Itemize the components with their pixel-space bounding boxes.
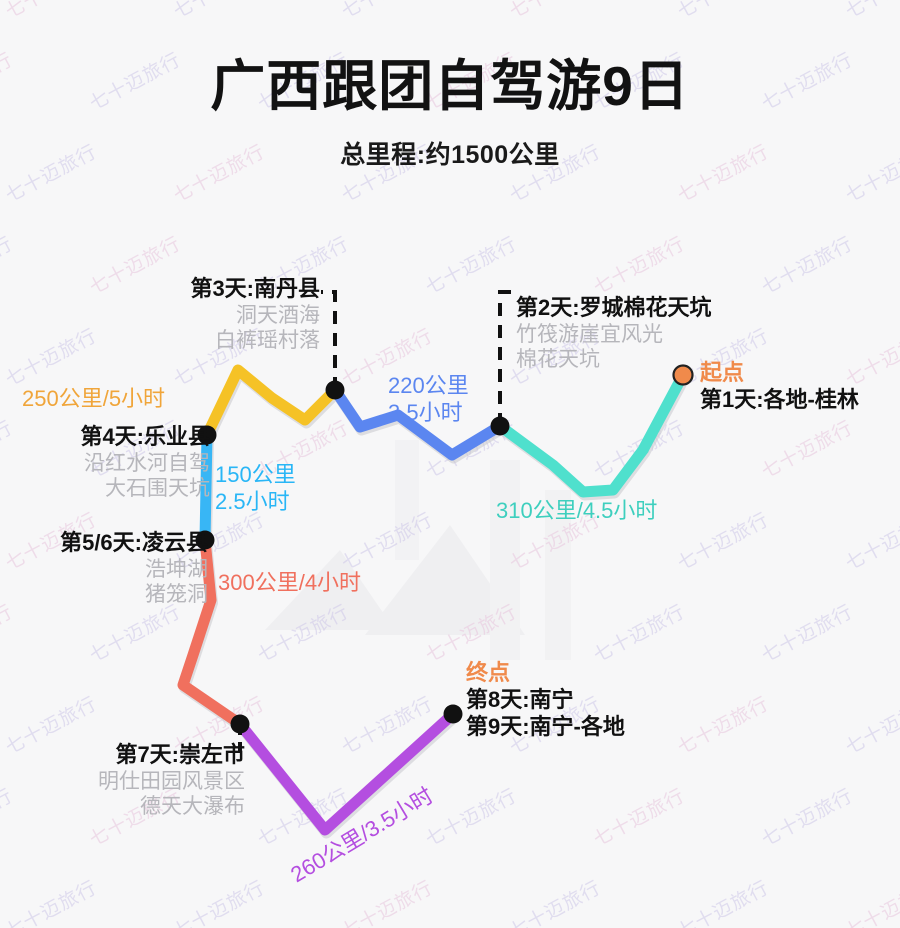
node-lingyun bbox=[195, 530, 215, 550]
stop-detail-day2-1: 竹筏游崖宜风光 bbox=[516, 322, 663, 346]
node-luocheng bbox=[490, 416, 510, 436]
stop-detail-day56-1: 浩坤湖 bbox=[145, 557, 208, 581]
stop-label-day56: 第5/6天:凌云县 浩坤湖 猪笼洞 bbox=[60, 530, 208, 608]
end-point-tag: 终点 bbox=[466, 660, 511, 685]
stop-detail-day2-2: 棉花天坑 bbox=[516, 348, 600, 372]
distance-label-guilin-luocheng: 310公里/4.5小时 bbox=[496, 498, 658, 523]
stop-title-day56: 第5/6天:凌云县 bbox=[60, 530, 208, 555]
stop-label-day89: 终点 第8天:南宁 第9天:南宁-各地 bbox=[466, 660, 625, 740]
stop-label-day7: 第7天:崇左市 明仕田园风景区 德天大瀑布 bbox=[98, 742, 245, 820]
stop-title-day1: 第1天:各地-桂林 bbox=[700, 386, 859, 412]
distance-label-leye-lingyun: 150公里 2.5小时 bbox=[215, 462, 296, 516]
stop-title-day4: 第4天:乐业县 bbox=[80, 424, 210, 449]
stop-label-day1: 起点 第1天:各地-桂林 bbox=[700, 360, 859, 414]
segment-guilin-luocheng-line bbox=[494, 369, 689, 498]
segment-leye-lingyun-line bbox=[199, 429, 213, 546]
stop-detail-day56-2: 猪笼洞 bbox=[145, 583, 208, 607]
start-point-tag: 起点 bbox=[700, 360, 745, 385]
stop-detail-day7-2: 德天大瀑布 bbox=[140, 795, 245, 819]
stop-label-day2: 第2天:罗城棉花天坑 竹筏游崖宜风光 棉花天坑 bbox=[516, 295, 712, 373]
stop-title-day2: 第2天:罗城棉花天坑 bbox=[516, 295, 712, 320]
background-logo-watermark bbox=[265, 440, 571, 660]
segment-nandan-leye-line bbox=[201, 364, 341, 441]
distance-label-luocheng-nandan: 220公里 3.5小时 bbox=[388, 373, 469, 427]
node-leye bbox=[197, 425, 217, 445]
stop-detail-day3-2: 白裤瑶村落 bbox=[215, 329, 320, 353]
stop-label-day3: 第3天:南丹县 洞天酒海 白裤瑶村落 bbox=[190, 276, 320, 354]
node-nandan bbox=[325, 380, 345, 400]
stop-label-day4: 第4天:乐业县 沿红水河自驾 大石围天坑 bbox=[80, 424, 210, 502]
segment-luocheng-nandan-line bbox=[329, 384, 506, 461]
distance-label-lingyun-chongzuo: 300公里/4小时 bbox=[218, 570, 362, 595]
distance-label-luocheng-nandan-l2: 3.5小时 bbox=[388, 399, 463, 425]
connector-day2-dashed bbox=[498, 290, 514, 426]
page-title: 广西跟团自驾游9日 bbox=[210, 55, 690, 117]
stop-detail-day4-2: 大石围天坑 bbox=[105, 477, 210, 501]
stop-title-day9: 第9天:南宁-各地 bbox=[466, 713, 625, 739]
distance-label-nandan-leye: 250公里/5小时 bbox=[22, 386, 166, 411]
connector-day3-dashed bbox=[321, 290, 337, 390]
node-start-guilin bbox=[672, 364, 694, 386]
node-end-nanning bbox=[443, 704, 463, 724]
distance-label-leye-lingyun-l1: 150公里 bbox=[215, 462, 296, 487]
distance-label-leye-lingyun-l2: 2.5小时 bbox=[215, 488, 290, 514]
segment-chongzuo-nanning-line bbox=[234, 708, 459, 836]
stop-title-day3: 第3天:南丹县 bbox=[190, 276, 320, 301]
segment-lingyun-chongzuo-line bbox=[177, 534, 246, 730]
title-block: 广西跟团自驾游9日 总里程:约1500公里 bbox=[0, 56, 900, 171]
distance-label-luocheng-nandan-l1: 220公里 bbox=[388, 373, 469, 398]
stop-detail-day4-1: 沿红水河自驾 bbox=[84, 451, 210, 475]
stop-detail-day3-1: 洞天酒海 bbox=[236, 303, 320, 327]
stop-title-day8: 第8天:南宁 bbox=[466, 686, 574, 712]
page-subtitle: 总里程:约1500公里 bbox=[340, 140, 560, 169]
stop-detail-day7-1: 明仕田园风景区 bbox=[98, 769, 245, 793]
stop-title-day7: 第7天:崇左市 bbox=[115, 742, 245, 767]
node-chongzuo bbox=[230, 714, 250, 734]
route-nodes bbox=[195, 364, 694, 734]
